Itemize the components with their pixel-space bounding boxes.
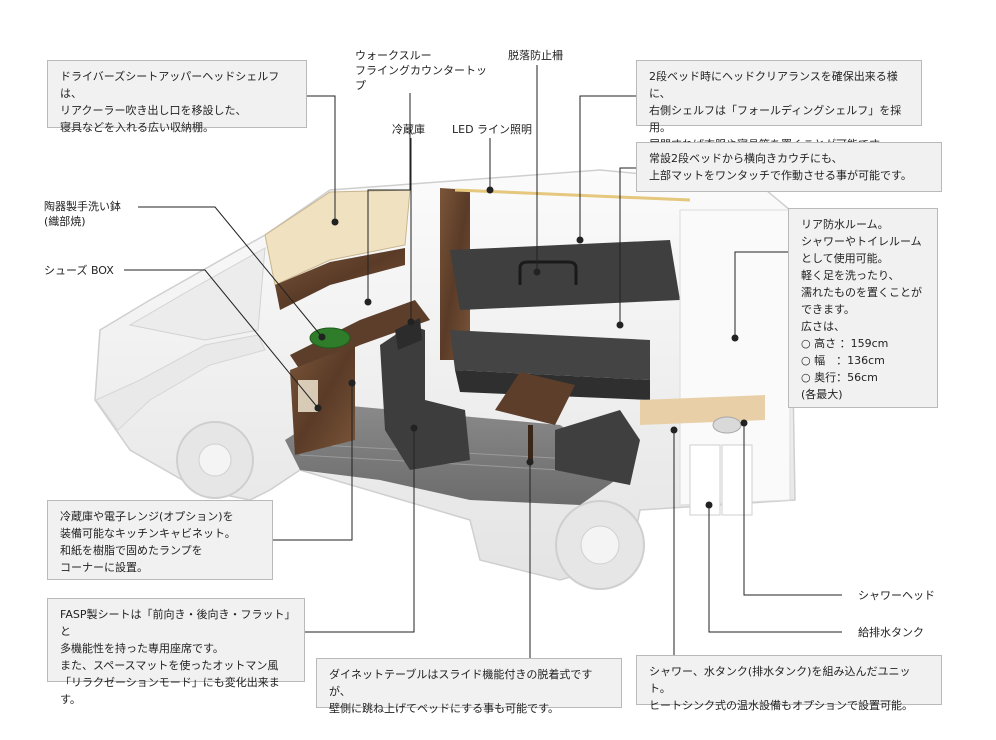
label-water-tank: 給排水タンク <box>858 626 924 639</box>
hood <box>95 334 266 431</box>
windshield <box>128 247 266 341</box>
callout-rear-room: リア防水ルーム。 シャワーやトイレルーム として使用可能。 軽く足を洗ったり、 … <box>788 208 938 408</box>
sink-bowl <box>309 327 351 349</box>
fasp-seat <box>380 325 470 470</box>
led-strip <box>454 188 691 202</box>
callout-bed-shelf: 2段ベッド時にヘッドクリアランスを確保出来る様に、 右側シェルフは「フォールディ… <box>636 60 922 151</box>
dinette-table <box>495 372 575 425</box>
label-sink: 陶器製手洗い鉢 (織部焼) <box>44 200 121 228</box>
lounge-cushion <box>555 410 640 485</box>
callout-kitchen-cabinet: 冷蔵庫や電子レンジ(オプション)を 装備可能なキッチンキャビネット。 和紙を樹脂… <box>47 500 273 580</box>
callout-couch-bed: 常設2段ベッドから横向きカウチにも、 上部マットをワンタッチで作動させる事が可能… <box>636 142 942 192</box>
label-walkthrough-top: ウォークスルー フライングカウンタートップ <box>355 49 487 92</box>
label-shoes-box: シューズ BOX <box>44 264 114 277</box>
fall-guard-rail <box>518 260 578 285</box>
water-tank-right <box>721 444 753 516</box>
lower-bunk <box>450 330 650 380</box>
upper-bunk <box>450 240 680 310</box>
water-tank-left <box>689 444 721 516</box>
leader-lines <box>124 65 842 660</box>
label-fall-guard: 脱落防止柵 <box>508 49 563 62</box>
callout-dinette-table: ダイネットテーブルはスライド機能付きの脱着式ですが、 壁側に跳ね上げてベッドにす… <box>316 658 622 715</box>
callout-fasp-seat: FASP製シートは「前向き・後向き・フラット」と 多機能性を持った専用座席です。… <box>47 598 305 706</box>
label-fridge: 冷蔵庫 <box>392 123 425 136</box>
label-shower-head: シャワーヘッド <box>858 589 935 602</box>
shower-head-fixture <box>712 416 742 434</box>
callout-driver-shelf: ドライバーズシートアッパーヘッドシェルフは、 リアクーラー吹き出し口を移設した、… <box>47 60 307 134</box>
kitchen-counter <box>290 300 430 370</box>
callout-shower-unit: シャワー、水タンク(排水タンク)を組み込んだユニット。 ヒートシンク式の温水設備… <box>636 655 942 712</box>
kitchen-cabinet <box>290 345 355 455</box>
label-led: LED ライン照明 <box>452 123 533 136</box>
